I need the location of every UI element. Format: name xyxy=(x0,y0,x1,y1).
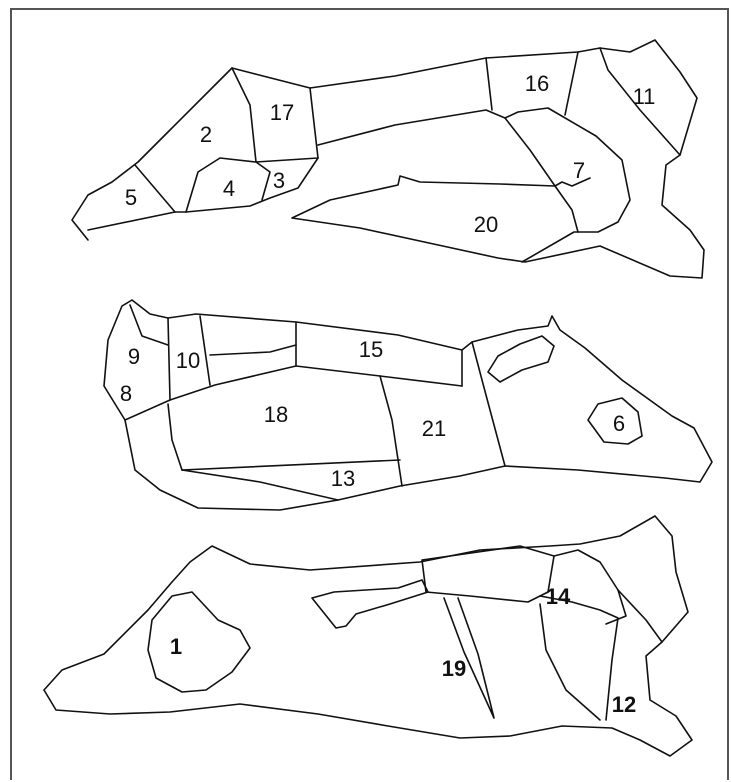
bottom-figure: 1 14 19 12 xyxy=(44,516,692,756)
region-label-14: 14 xyxy=(546,584,571,609)
region-label-11: 11 xyxy=(633,84,656,109)
middle-hole xyxy=(488,336,554,382)
bottom-outline xyxy=(44,516,692,756)
top-outline xyxy=(72,40,704,278)
region-label-13: 13 xyxy=(331,466,355,491)
region-label-1: 1 xyxy=(170,634,182,659)
region-label-21: 21 xyxy=(422,416,446,441)
region-label-10: 10 xyxy=(176,348,200,373)
region-label-17: 17 xyxy=(270,100,294,125)
region-label-3: 3 xyxy=(273,168,285,193)
region-label-18: 18 xyxy=(264,402,288,427)
region-label-20: 20 xyxy=(474,212,498,237)
region-label-7: 7 xyxy=(573,158,585,183)
region-label-5: 5 xyxy=(125,185,137,210)
region-1-shape xyxy=(148,592,250,692)
region-label-4: 4 xyxy=(223,176,235,201)
region-label-15: 15 xyxy=(359,337,383,362)
region-label-19: 19 xyxy=(442,656,466,681)
middle-figure: 9 10 15 8 18 21 6 13 xyxy=(104,300,712,510)
region-label-12: 12 xyxy=(612,692,636,717)
region-label-8: 8 xyxy=(120,381,132,406)
region-label-16: 16 xyxy=(525,71,549,96)
middle-outline xyxy=(104,300,712,510)
region-label-2: 2 xyxy=(200,122,212,147)
top-figure: 2 17 5 4 3 16 11 7 20 xyxy=(72,40,704,278)
region-label-9: 9 xyxy=(128,344,140,369)
region-label-6: 6 xyxy=(613,411,625,436)
